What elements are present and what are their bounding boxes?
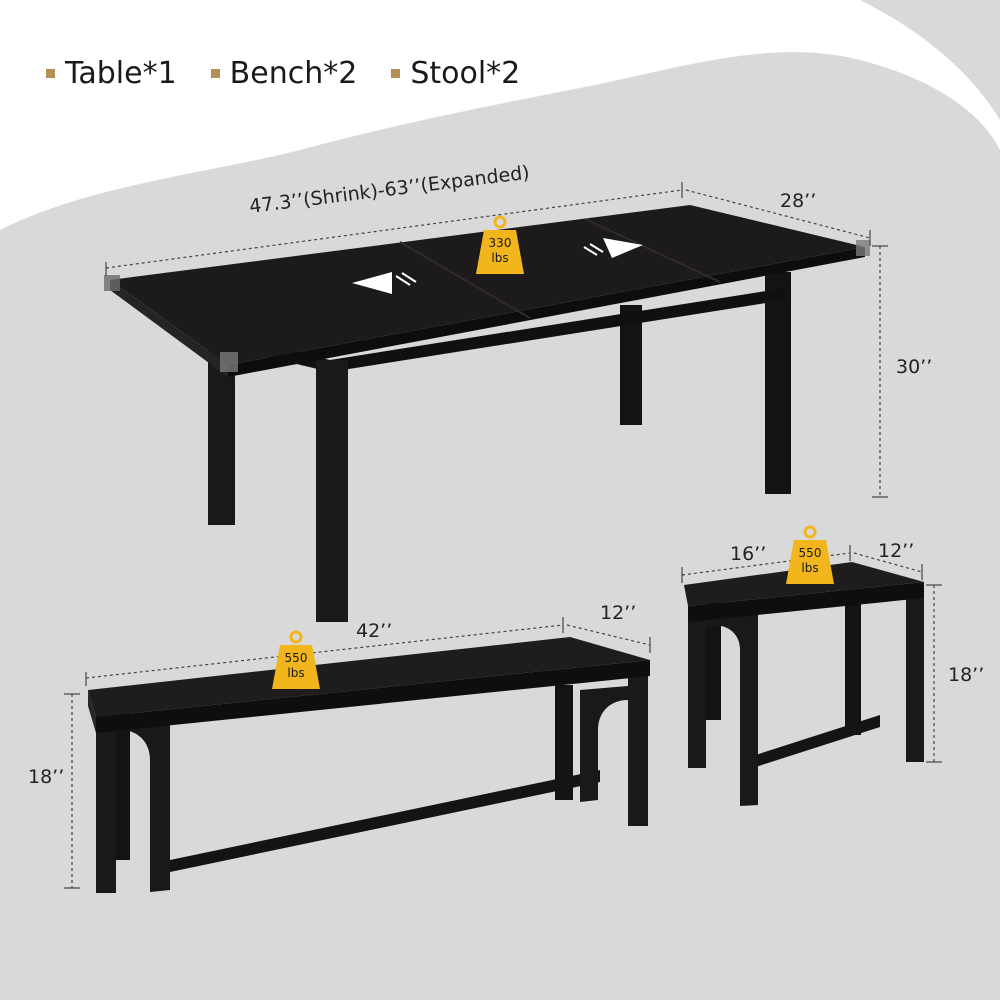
stool-leg-back-right <box>845 590 861 735</box>
bench-seat-left-edge <box>88 690 96 733</box>
stool-weight-unit: lbs <box>801 561 819 575</box>
legend-item-stool: Stool*2 <box>391 56 520 91</box>
stool-leg-front-right <box>906 592 924 762</box>
bench-height-label: 18’’ <box>28 766 65 788</box>
stool-weight-value: 550 <box>798 546 822 560</box>
square-stool <box>684 562 924 806</box>
bullet-icon <box>46 69 55 78</box>
tabletop-left-edge <box>110 280 228 377</box>
bench-leg-front-right <box>628 676 648 826</box>
stool-width-label: 12’’ <box>878 540 915 562</box>
table-leg-back-left <box>620 305 642 425</box>
stool-leg-front-left <box>688 608 706 768</box>
stool-side-frame <box>706 612 758 806</box>
table-leg-back-right <box>765 272 791 494</box>
right-expand-arrow-icon <box>603 238 643 258</box>
bench-stretcher <box>170 770 600 872</box>
bench-length-label: 42’’ <box>356 620 393 642</box>
bench-side-frame-right <box>580 686 628 802</box>
table-weight-unit: lbs <box>491 251 509 265</box>
bullet-icon <box>210 69 220 78</box>
bench-weight-unit: lbs <box>287 666 305 680</box>
bench-width-label: 12’’ <box>600 602 637 624</box>
corner-protector-icon <box>220 352 238 372</box>
table-weight-value: 330 <box>488 236 512 250</box>
tabletop-front-edge <box>228 247 865 377</box>
legend-item-table: Table*1 <box>46 56 177 91</box>
table-height-label: 30’’ <box>896 356 933 378</box>
bench-leg-back-right <box>555 685 573 800</box>
table-width-label: 28’’ <box>780 190 817 212</box>
background-blob-top-right <box>860 0 1000 120</box>
corner-protector-icon <box>104 275 120 291</box>
weight-icon <box>476 215 524 274</box>
tabletop <box>110 205 865 365</box>
table-weight-badge: 330 lbs <box>474 220 526 276</box>
table-seam-right <box>584 218 721 283</box>
legend-label-table: Table*1 <box>65 56 177 91</box>
package-contents-legend: Table*1 Bench*2 Stool*2 <box>46 56 520 91</box>
legend-label-bench: Bench*2 <box>229 56 358 91</box>
table-seam-left <box>399 241 531 319</box>
corner-protector-icon <box>856 240 870 256</box>
legend-item-bench: Bench*2 <box>210 56 358 91</box>
stool-length-label: 16’’ <box>730 543 767 565</box>
stool-dimension-lines <box>681 545 942 763</box>
left-expand-arrow-icon <box>352 272 392 294</box>
bench-weight-badge: 550 lbs <box>270 635 322 691</box>
bench-weight-value: 550 <box>284 651 308 665</box>
table-dimension-lines <box>105 182 888 498</box>
long-bench <box>88 637 650 893</box>
bench-leg-front-left <box>96 708 116 893</box>
weight-icon <box>272 630 320 689</box>
weight-icon <box>786 525 834 584</box>
stool-stretcher <box>740 715 880 772</box>
bench-side-frame-left <box>116 712 170 892</box>
dining-table <box>104 205 870 622</box>
stool-seat-front-edge <box>688 582 924 622</box>
bullet-icon <box>391 69 401 78</box>
legend-label-stool: Stool*2 <box>410 56 521 91</box>
bench-seat <box>88 637 650 717</box>
bench-leg-back-left <box>112 700 130 860</box>
bench-dimension-lines <box>64 617 651 889</box>
table-leg-front-right <box>316 360 348 622</box>
stool-height-label: 18’’ <box>948 664 985 686</box>
stool-weight-badge: 550 lbs <box>784 530 836 586</box>
bench-seat-front-edge <box>96 660 650 733</box>
stool-leg-back-left <box>705 600 721 720</box>
